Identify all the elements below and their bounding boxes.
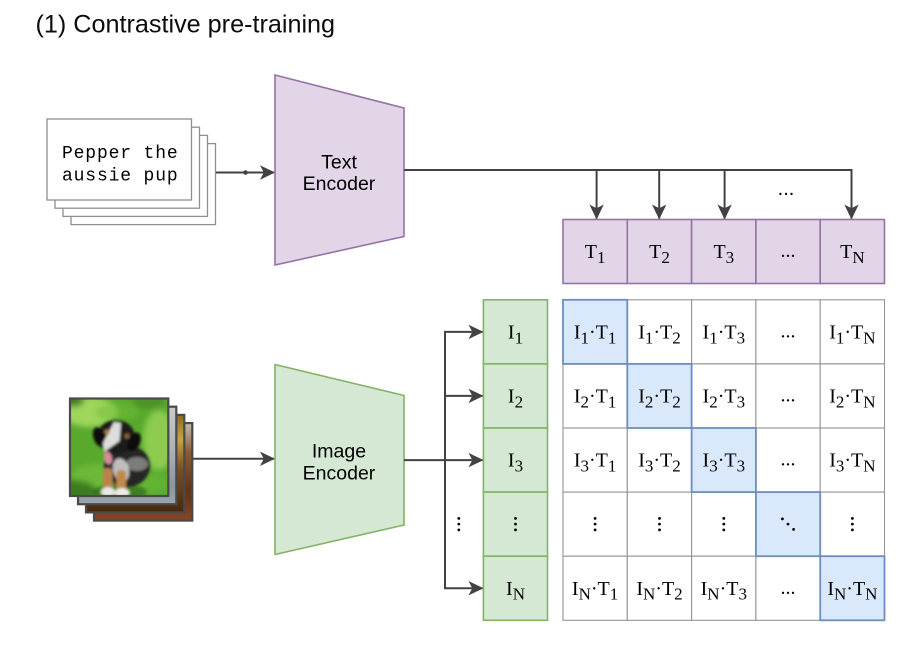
svg-text:(1) Contrastive pre-training: (1) Contrastive pre-training — [36, 10, 336, 38]
svg-text:Encoder: Encoder — [303, 463, 376, 485]
svg-text:...: ... — [781, 240, 796, 262]
svg-text:...: ... — [781, 385, 796, 407]
svg-text:I1: I1 — [508, 322, 523, 348]
svg-text:...: ... — [781, 321, 796, 343]
svg-text:IN: IN — [506, 578, 525, 604]
svg-text:Pepper the: Pepper the — [62, 144, 179, 164]
svg-text:Image: Image — [312, 441, 366, 463]
svg-text:aussie pup: aussie pup — [62, 166, 179, 186]
svg-text:I3: I3 — [508, 450, 523, 476]
svg-text:T2: T2 — [649, 241, 670, 267]
svg-text:...: ... — [778, 178, 795, 200]
svg-text:...: ... — [781, 577, 796, 599]
svg-text:Text: Text — [321, 151, 357, 173]
svg-text:T3: T3 — [713, 241, 734, 267]
svg-text:T1: T1 — [585, 241, 606, 267]
svg-text:I2: I2 — [508, 386, 523, 412]
svg-text:IN·T1: IN·T1 — [572, 578, 618, 604]
svg-text:Encoder: Encoder — [303, 173, 376, 195]
svg-text:...: ... — [781, 449, 796, 471]
